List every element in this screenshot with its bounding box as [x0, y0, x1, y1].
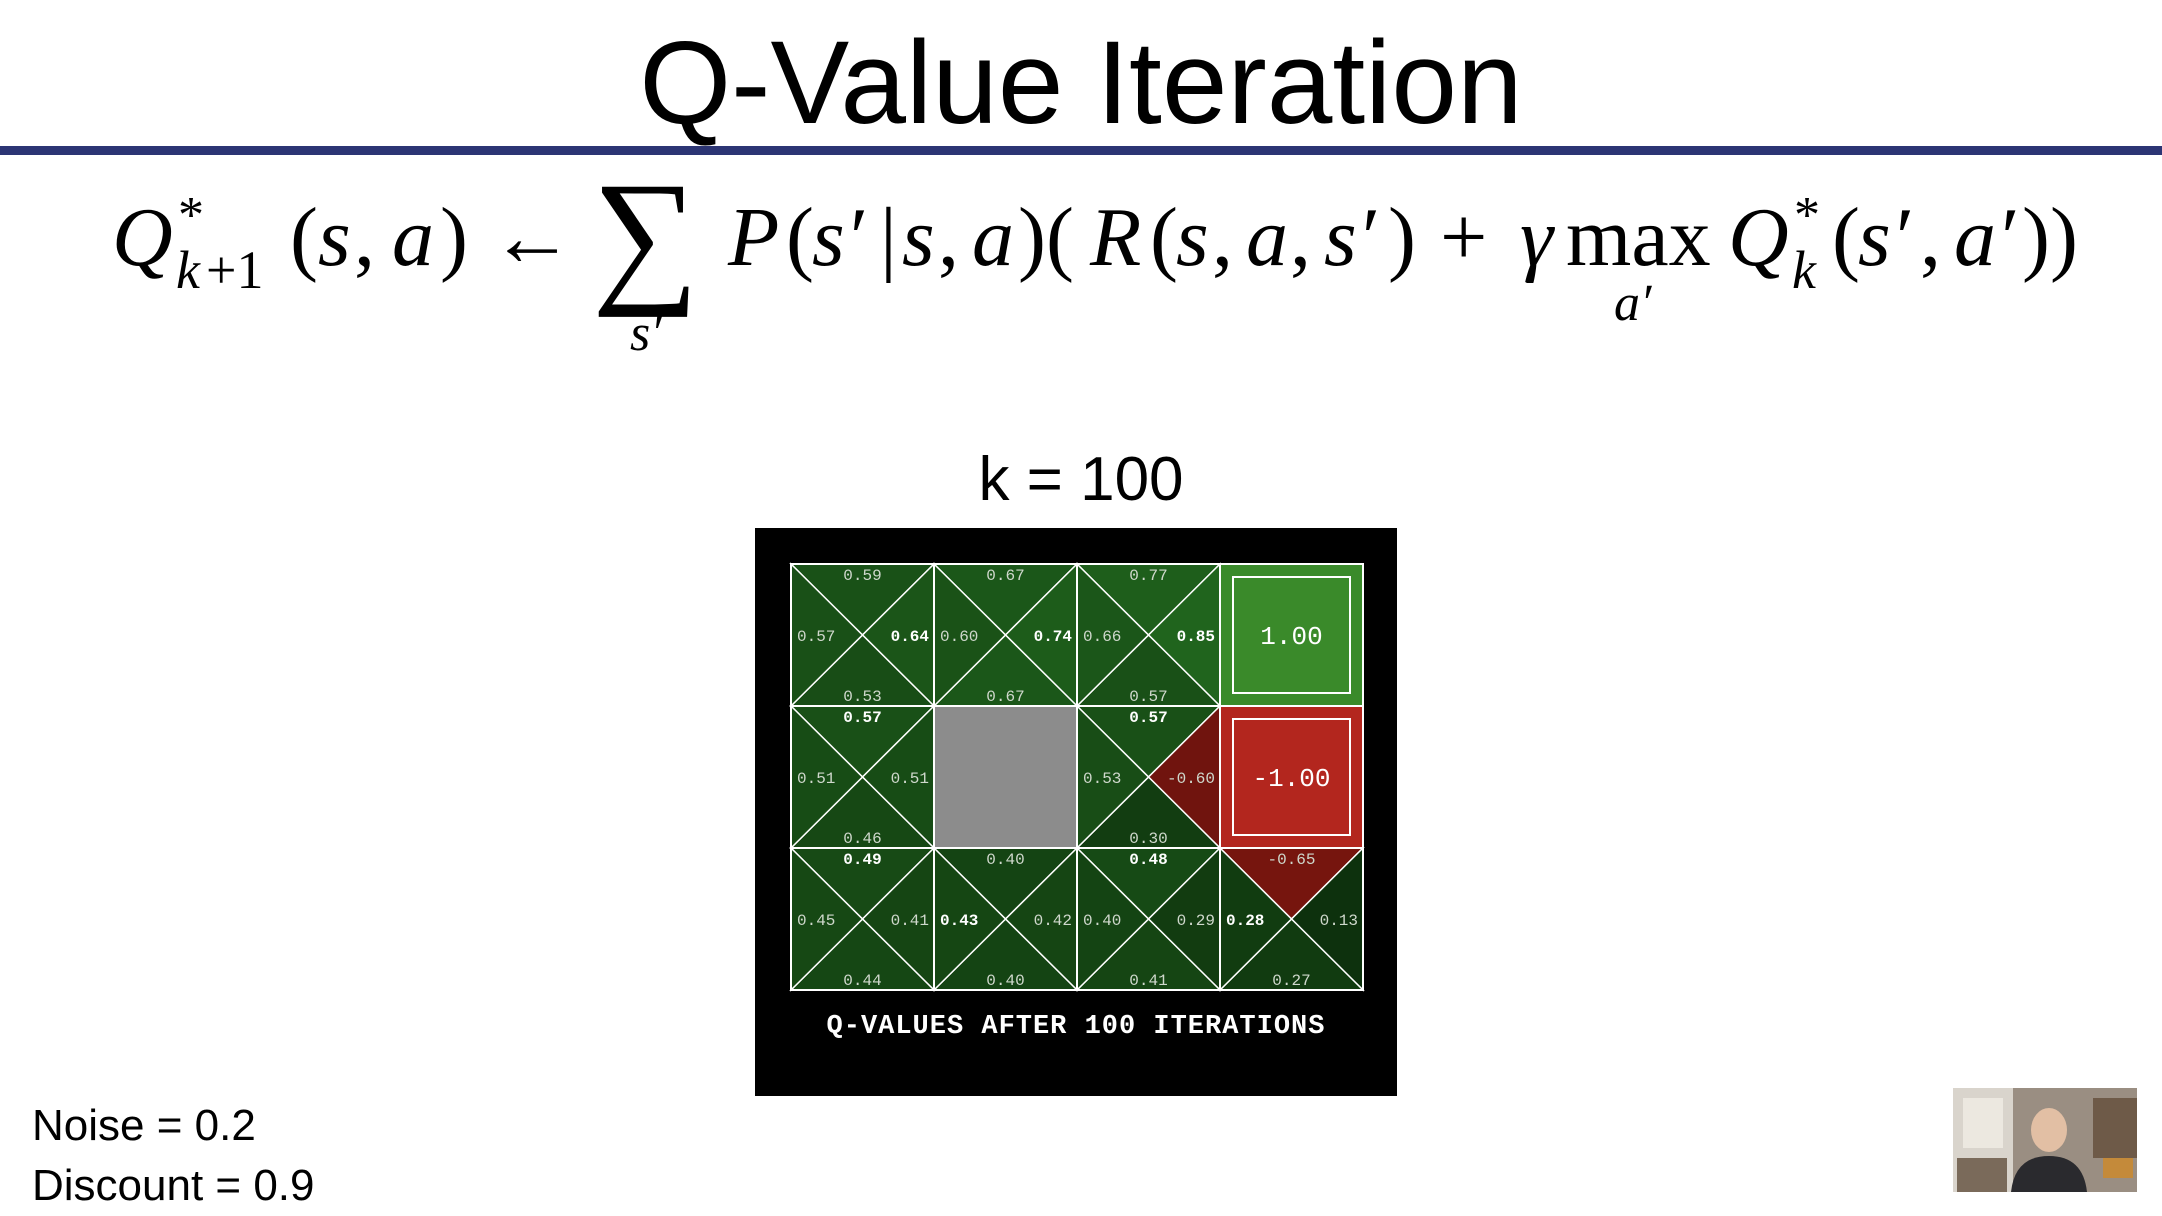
- svg-text:s′: s′: [812, 191, 865, 284]
- svg-text:*: *: [1794, 187, 1820, 244]
- svg-text:): ): [1388, 191, 1416, 284]
- cell-r0c3-terminal: [1219, 563, 1364, 707]
- cell-r2c0-north-value: 0.49: [843, 851, 881, 869]
- svg-text:(: (: [786, 191, 814, 284]
- svg-text:): ): [440, 191, 468, 284]
- cell-r2c2-south-value: 0.41: [1129, 972, 1167, 990]
- cell-r0c3-value: 1.00: [1260, 622, 1322, 652]
- svg-text:,: ,: [1212, 191, 1233, 284]
- svg-text:s: s: [1176, 191, 1209, 284]
- cell-r2c3-north-value: -0.65: [1267, 851, 1315, 869]
- cell-r1c2-north-value: 0.57: [1129, 709, 1167, 727]
- svg-text:s: s: [902, 191, 935, 284]
- svg-text:s′: s′: [630, 305, 663, 362]
- cell-r2c2-east-value: 0.29: [1177, 912, 1215, 930]
- svg-text:+: +: [1440, 191, 1487, 284]
- svg-text:,: ,: [938, 191, 959, 284]
- svg-text:a′: a′: [1954, 191, 2016, 284]
- svg-text:)(: )(: [1018, 191, 1074, 284]
- parameters: Noise = 0.2 Discount = 0.9: [32, 1096, 315, 1216]
- cell-r0c2-south-value: 0.57: [1129, 688, 1167, 706]
- cell-r2c2-north-value: 0.48: [1129, 851, 1167, 869]
- discount-label: Discount = 0.9: [32, 1161, 315, 1210]
- cell-r1c0-south-value: 0.46: [843, 830, 881, 848]
- q-value-grid: 0.59 0.64 0.53 0.57 0.67 0.74 0.67 0.60 0.77 0.85…: [789, 562, 1365, 992]
- cell-r2c0-east-value: 0.41: [891, 912, 929, 930]
- cell-r1c2-south-value: 0.30: [1129, 830, 1167, 848]
- cell-r0c2-east-value: 0.85: [1177, 628, 1215, 646]
- cell-r1c2-east-value: -0.60: [1167, 770, 1215, 788]
- cell-r1c3-terminal-border: [1232, 718, 1351, 836]
- cell-r0c0-east-value: 0.64: [891, 628, 930, 646]
- svg-text:|: |: [880, 191, 897, 284]
- svg-text:(: (: [290, 191, 318, 284]
- noise-label: Noise = 0.2: [32, 1101, 256, 1150]
- svg-text:a: a: [392, 191, 434, 284]
- svg-text:←: ←: [490, 191, 574, 284]
- svg-text:k: k: [176, 240, 201, 300]
- svg-text:Q: Q: [1728, 191, 1789, 284]
- svg-text:P: P: [727, 191, 779, 284]
- slide-title: Q-Value Iteration: [639, 17, 1523, 149]
- svg-text:s′: s′: [1858, 191, 1911, 284]
- grid-caption: Q-VALUES AFTER 100 ITERATIONS: [826, 1012, 1326, 1042]
- cell-r0c0-south-value: 0.53: [843, 688, 881, 706]
- cell-r0c1-east-value: 0.74: [1034, 628, 1073, 646]
- cell-r0c0-west-value: 0.57: [797, 628, 835, 646]
- presenter-webcam: [1953, 1088, 2137, 1192]
- svg-text:a′: a′: [1614, 275, 1653, 332]
- title-divider: [0, 146, 2162, 155]
- cell-r2c3-border: [1219, 847, 1364, 991]
- cell-r0c2-west-value: 0.66: [1083, 628, 1121, 646]
- cell-r0c1-south-value: 0.67: [986, 688, 1024, 706]
- cell-r0c0-north-value: 0.59: [843, 567, 881, 585]
- svg-text:s′: s′: [1324, 191, 1377, 284]
- svg-text:,: ,: [354, 191, 375, 284]
- cell-r2c3-east-value: 0.13: [1320, 912, 1358, 930]
- svg-text:max: max: [1566, 191, 1711, 284]
- svg-text:∑: ∑: [592, 160, 699, 318]
- cell-r2c2-west-value: 0.40: [1083, 912, 1121, 930]
- svg-text:R: R: [1089, 191, 1141, 284]
- iteration-label: k = 100: [978, 445, 1184, 514]
- cell-r1c2-west-value: 0.53: [1083, 770, 1121, 788]
- cell-r2c1-east-value: 0.42: [1034, 912, 1072, 930]
- svg-text:*: *: [178, 187, 204, 244]
- svg-text:,: ,: [1290, 191, 1311, 284]
- cell-r1c3-value: -1.00: [1252, 764, 1330, 794]
- cell-r1c0-west-value: 0.51: [797, 770, 835, 788]
- cell-r2c3-south-value: 0.27: [1272, 972, 1310, 990]
- svg-text:,: ,: [1920, 191, 1941, 284]
- cell-r2c0-west-value: 0.45: [797, 912, 835, 930]
- svg-text:k: k: [1792, 240, 1817, 300]
- svg-text:)): )): [2022, 191, 2078, 284]
- cell-r1c3-terminal: [1219, 705, 1364, 849]
- wall-cell: [933, 705, 1078, 849]
- cell-r0c2-north-value: 0.77: [1129, 567, 1167, 585]
- cell-r2c0-south-value: 0.44: [843, 972, 881, 990]
- cell-r2c1-west-value: 0.43: [940, 912, 978, 930]
- svg-text:(: (: [1832, 191, 1860, 284]
- svg-text:a: a: [1246, 191, 1288, 284]
- svg-text:a: a: [972, 191, 1014, 284]
- cell-r0c3-terminal-border: [1232, 576, 1351, 694]
- cell-r0c1-west-value: 0.60: [940, 628, 978, 646]
- svg-text:Q: Q: [112, 191, 173, 284]
- cell-r2c1-north-value: 0.40: [986, 851, 1024, 869]
- q-value-update-equation: Q * k +1 ( s , a ) ← ∑ s′ P ( s′ | s , a…: [112, 160, 2078, 362]
- cell-r2c1-south-value: 0.40: [986, 972, 1024, 990]
- cell-r1c0-north-value: 0.57: [843, 709, 881, 727]
- svg-text:(: (: [1150, 191, 1178, 284]
- cell-r1c0-east-value: 0.51: [891, 770, 929, 788]
- cell-r2c3-west-value: 0.28: [1226, 912, 1264, 930]
- cell-r0c1-north-value: 0.67: [986, 567, 1024, 585]
- svg-text:s: s: [318, 191, 351, 284]
- gridworld-panel: 0.59 0.64 0.53 0.57 0.67 0.74 0.67 0.60 0.77 0.85…: [755, 528, 1397, 1096]
- svg-text:γ: γ: [1520, 191, 1555, 284]
- svg-text:+1: +1: [206, 240, 263, 300]
